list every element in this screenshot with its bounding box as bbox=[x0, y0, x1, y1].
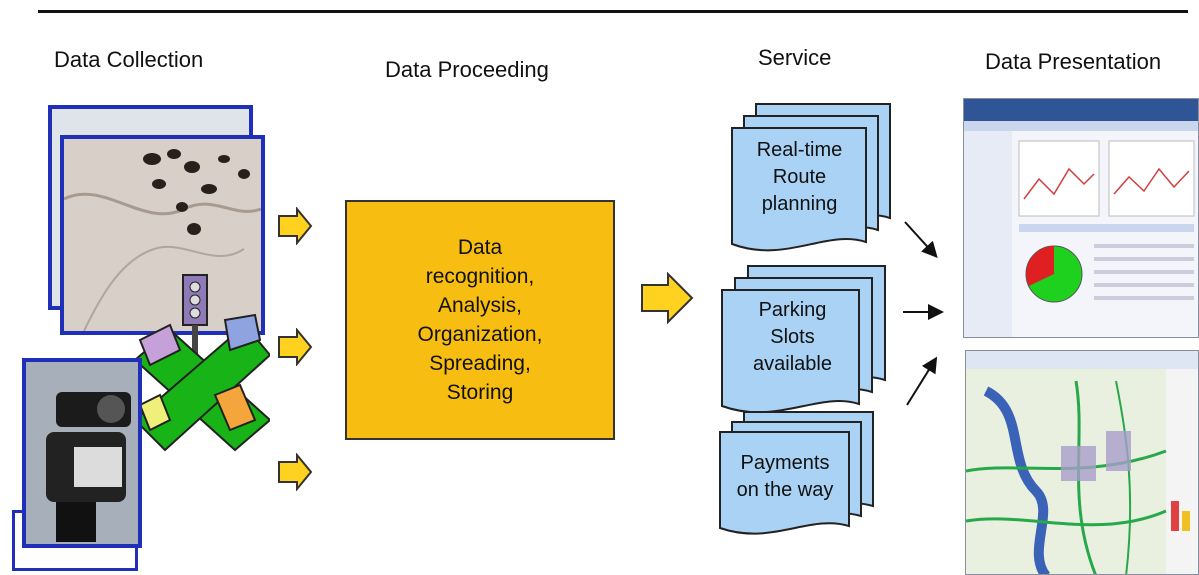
service-label-route: Real-time Route planning bbox=[756, 139, 843, 215]
arrow-right-icon bbox=[641, 272, 694, 324]
service-doc-stack-payments bbox=[719, 411, 874, 535]
service-label-payments: Payments on the way bbox=[736, 452, 834, 501]
camera-image bbox=[22, 358, 142, 548]
arrow-right-icon bbox=[278, 328, 313, 366]
processing-box: Data recognition, Analysis, Organization… bbox=[345, 200, 615, 440]
satellite-image bbox=[60, 135, 265, 335]
satellite-texture bbox=[63, 139, 262, 332]
column-title-presentation: Data Presentation bbox=[985, 49, 1162, 74]
arrow-right-icon bbox=[278, 453, 313, 491]
column-title-service: Service bbox=[758, 45, 832, 70]
arrow-right-icon bbox=[278, 207, 313, 245]
map-thumbnail bbox=[966, 351, 1198, 574]
top-rule bbox=[38, 10, 1188, 13]
dashboard-screenshot bbox=[963, 98, 1199, 338]
camera-icon bbox=[26, 362, 138, 544]
column-title-processing: Data Proceeding bbox=[385, 57, 549, 82]
connector-arrows bbox=[903, 221, 944, 406]
service-label-parking: Parking Slots available bbox=[753, 299, 832, 375]
service-doc-stack-route bbox=[731, 103, 891, 252]
processing-text: Data recognition, Analysis, Organization… bbox=[417, 236, 543, 404]
crossroad-traffic-icon bbox=[135, 274, 270, 452]
dashboard-thumbnail bbox=[964, 99, 1198, 337]
column-title-collection: Data Collection bbox=[54, 47, 204, 72]
map-screenshot bbox=[965, 350, 1199, 575]
service-doc-stack-parking bbox=[721, 265, 886, 414]
